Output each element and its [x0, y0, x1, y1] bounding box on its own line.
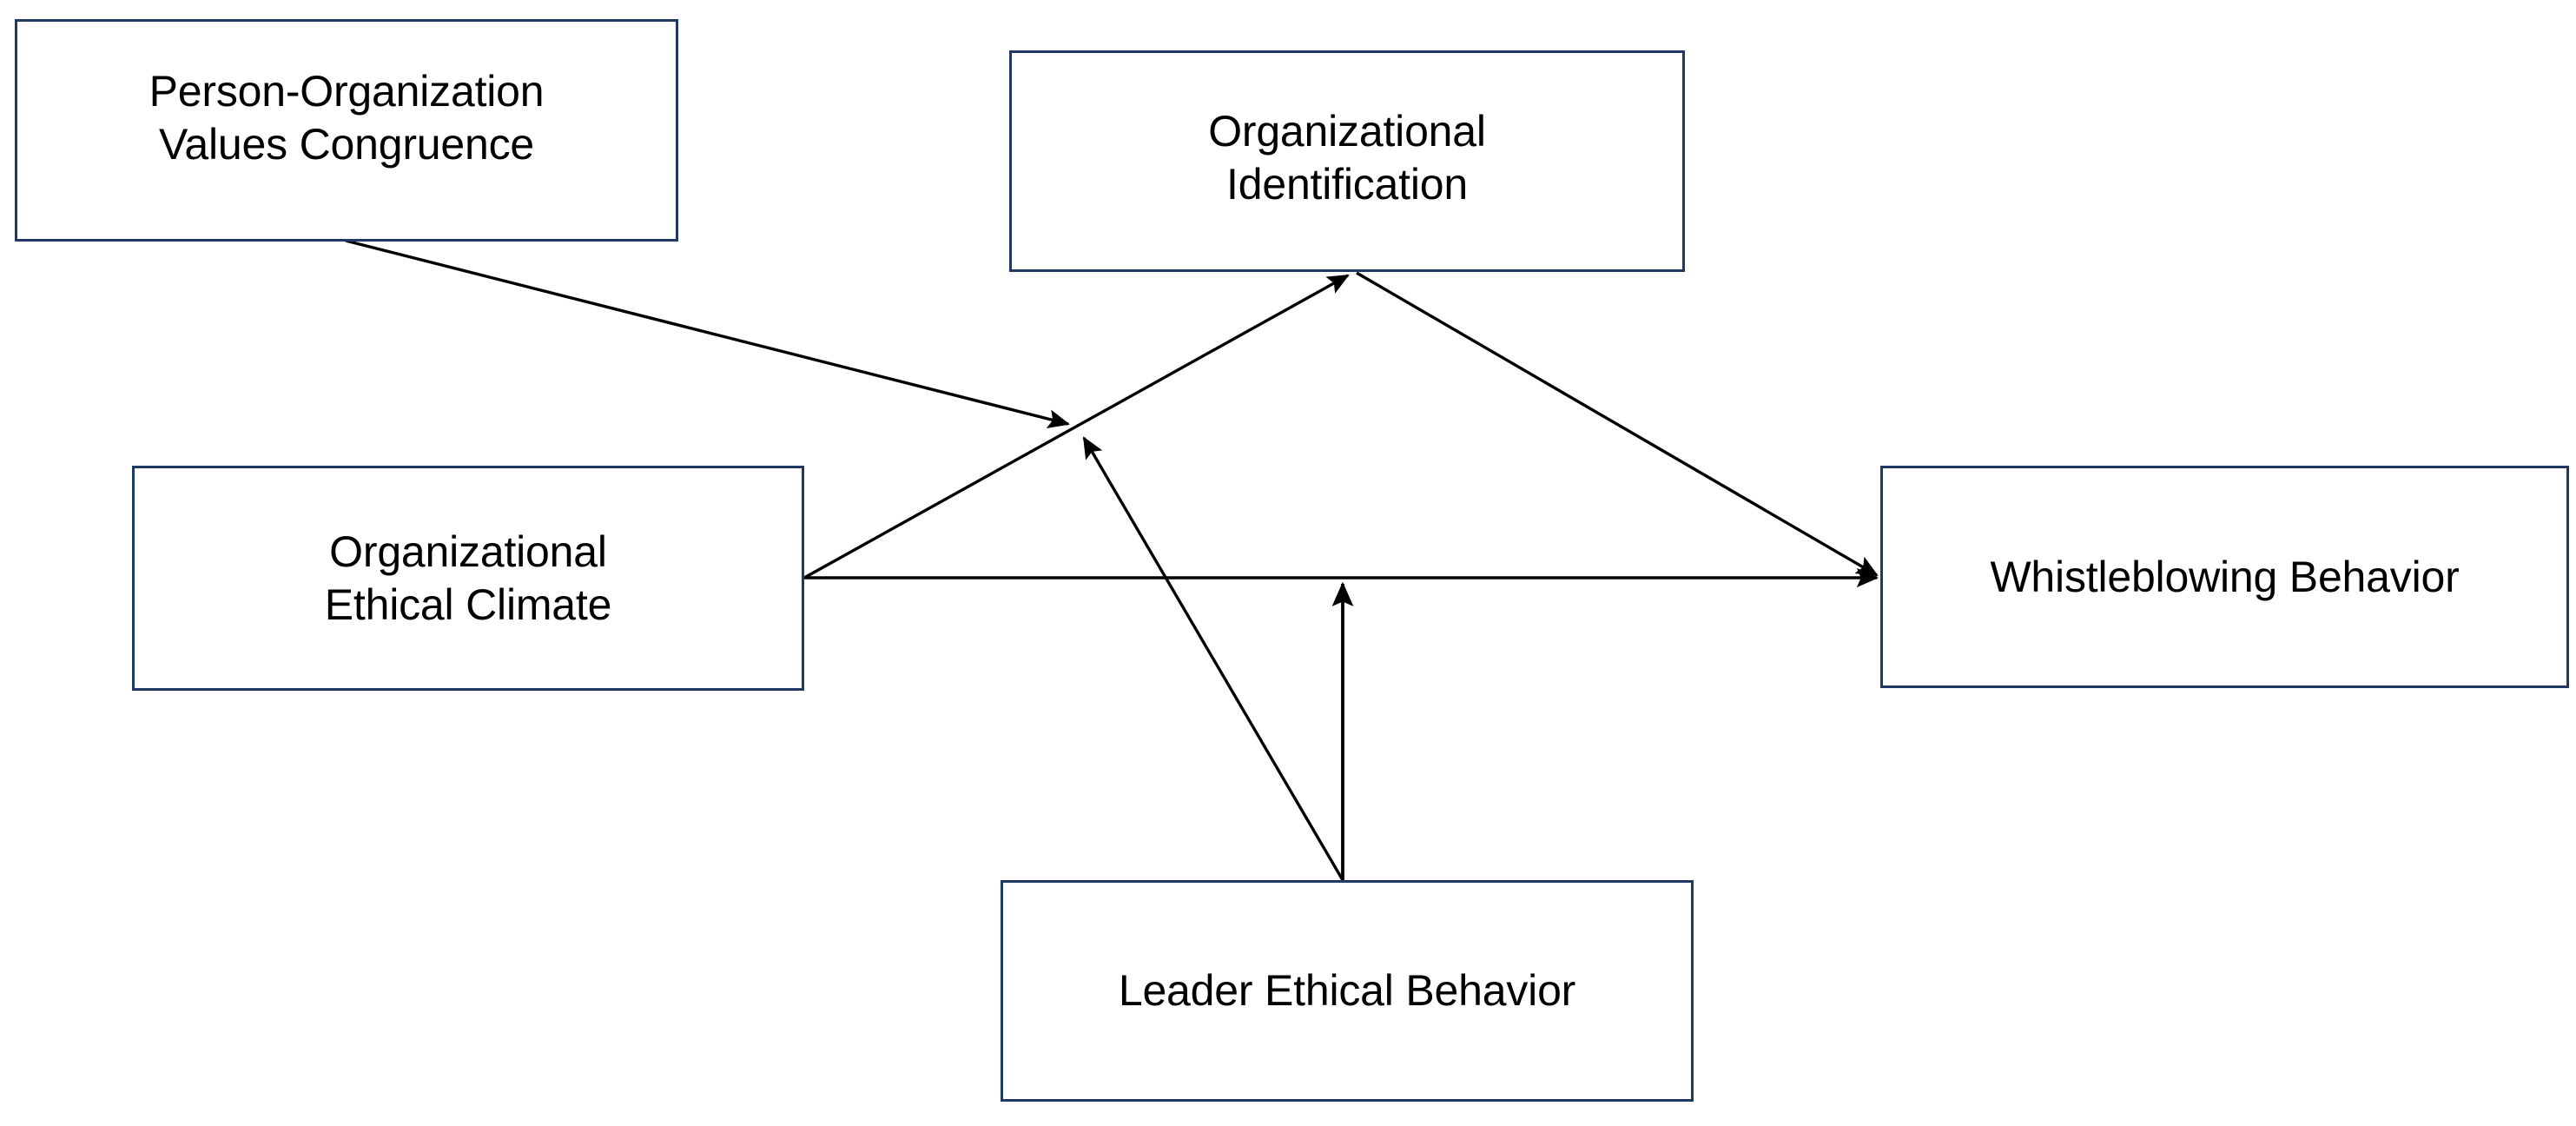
node-label-organizational-identification: Organizational Identification — [1208, 106, 1486, 209]
node-organizational-ethical-climate[interactable]: Organizational Ethical Climate — [132, 466, 804, 691]
node-label-whistleblowing-behavior: Whistleblowing Behavior — [1990, 552, 2460, 601]
edge-oec-to-oi — [803, 274, 1350, 580]
node-organizational-identification[interactable]: Organizational Identification — [1009, 50, 1685, 272]
edge-leb-to-junction — [1082, 436, 1344, 881]
edge-povc-to-junction — [345, 239, 1070, 429]
node-whistleblowing-behavior[interactable]: Whistleblowing Behavior — [1880, 466, 2569, 688]
edge-oi-to-wb — [1356, 271, 1879, 577]
node-label-leader-ethical-behavior: Leader Ethical Behavior — [1118, 966, 1576, 1015]
node-label-organizational-ethical-climate: Organizational Ethical Climate — [324, 527, 612, 629]
node-label-person-organization-values-congruence: Person-Organization Values Congruence — [149, 67, 545, 169]
node-person-organization-values-congruence[interactable]: Person-Organization Values Congruence — [15, 19, 678, 242]
node-leader-ethical-behavior[interactable]: Leader Ethical Behavior — [1001, 880, 1694, 1102]
